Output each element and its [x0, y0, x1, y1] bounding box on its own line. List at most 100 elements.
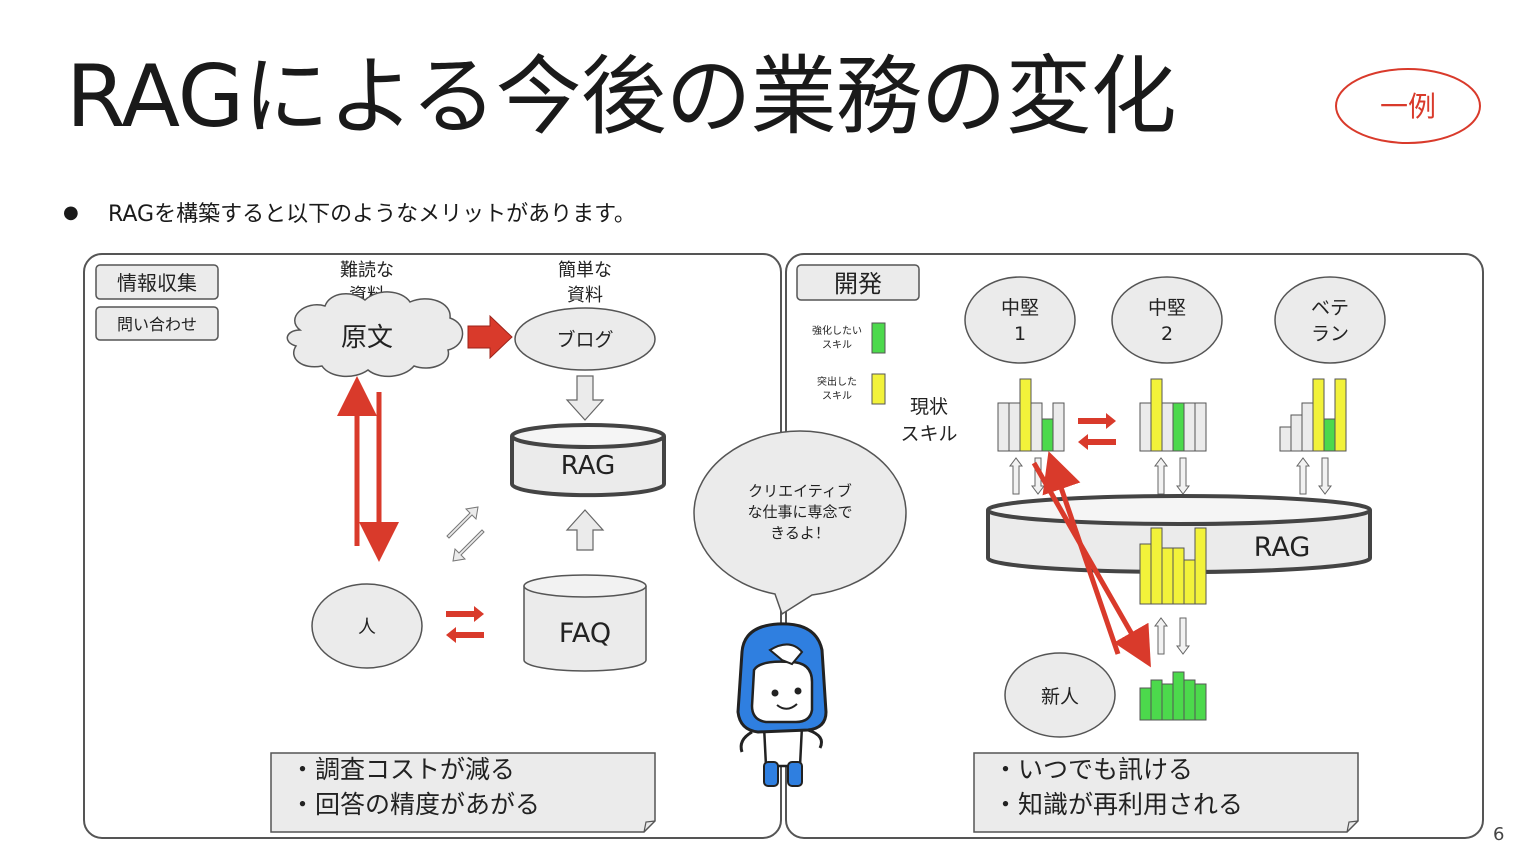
- down-arrow-icon: [1318, 457, 1332, 495]
- up-arrow-icon: [1154, 457, 1168, 495]
- source-caption: 難読な: [340, 260, 394, 281]
- up-arrow-icon: [565, 509, 605, 551]
- info-gathering-label: 情報収集: [95, 264, 219, 300]
- svg-text:2: 2: [1161, 323, 1173, 345]
- svg-text:中堅: 中堅: [1001, 297, 1039, 319]
- development-label: 開発: [796, 264, 920, 301]
- skill-bar: [1312, 378, 1325, 452]
- skill-bar: [1194, 402, 1207, 452]
- skill-bar: [1008, 402, 1021, 452]
- skill-bars-newbie: [1139, 671, 1207, 721]
- skill-bar: [1161, 402, 1174, 452]
- skill-bar: [1041, 418, 1054, 452]
- skill-bars-mid-level-1: [997, 378, 1065, 452]
- mid-level-2: 中堅 2: [1111, 276, 1223, 364]
- skill-bar: [1139, 687, 1152, 721]
- svg-text:開発: 開発: [834, 270, 882, 298]
- faq-cylinder: FAQ: [523, 574, 647, 672]
- svg-text:新人: 新人: [1041, 686, 1079, 708]
- speech-line-2: な仕事に専念で: [747, 503, 852, 521]
- skill-bar: [1183, 402, 1196, 452]
- veteran: ベテ ラン: [1274, 276, 1386, 364]
- red-diagonal-up-arrow: [1042, 451, 1121, 655]
- person-node: 人: [311, 583, 423, 669]
- bullet-marker: ●: [63, 202, 79, 223]
- up-arrow-icon: [1154, 617, 1168, 655]
- skill-bar: [1150, 378, 1163, 452]
- down-arrow-icon: [1176, 617, 1190, 655]
- speech-bubble: クリエイティブ な仕事に専念で きるよ！: [693, 430, 907, 616]
- skill-bar: [1150, 679, 1163, 721]
- source-cloud: 原文: [286, 291, 464, 378]
- skill-bar: [1052, 402, 1065, 452]
- diagonal-exchange-icon: [446, 506, 485, 562]
- skill-bar: [1172, 547, 1185, 605]
- svg-text:突出した: 突出した: [817, 375, 857, 388]
- red-exchange-icon: [446, 606, 484, 643]
- inquiry-label: 問い合わせ: [95, 306, 219, 341]
- skill-bars-rag: [1139, 527, 1207, 605]
- skill-bar: [1139, 402, 1152, 452]
- skill-bars-veteran: [1279, 378, 1347, 452]
- up-arrow-icon: [1296, 457, 1310, 495]
- left-note-line-1: ・調査コストが減る: [290, 755, 515, 784]
- source-label: 原文: [341, 323, 393, 353]
- svg-text:中堅: 中堅: [1148, 297, 1186, 319]
- mascot-robot: [736, 622, 828, 787]
- speech-line-3: きるよ！: [770, 524, 830, 542]
- skill-bar: [1161, 683, 1174, 721]
- svg-text:ラン: ラン: [1311, 323, 1349, 345]
- svg-text:人: 人: [358, 617, 376, 638]
- speech-line-1: クリエイティブ: [748, 482, 852, 500]
- skill-bar: [1334, 378, 1347, 452]
- current-skill-label: 現状: [910, 396, 948, 418]
- svg-text:RAG: RAG: [561, 451, 616, 481]
- rag-cylinder-left: RAG: [510, 423, 666, 498]
- svg-text:RAG: RAG: [1254, 532, 1311, 563]
- blog-ellipse: ブログ: [514, 307, 656, 371]
- left-benefits-note: ・調査コストが減る ・回答の精度があがる: [270, 752, 656, 833]
- skill-bars-mid-level-2: [1139, 378, 1207, 452]
- skill-bar: [1172, 671, 1185, 721]
- skill-bar: [1019, 378, 1032, 452]
- skill-bar: [1194, 683, 1207, 721]
- svg-text:FAQ: FAQ: [559, 618, 611, 649]
- target-caption: 簡単な: [558, 260, 612, 281]
- svg-text:強化したい: 強化したい: [812, 324, 862, 337]
- skill-bar: [1279, 426, 1292, 452]
- red-right-arrow: [467, 314, 513, 360]
- right-note-line-1: ・いつでも訊ける: [993, 755, 1193, 784]
- svg-text:スキル: スキル: [822, 340, 852, 351]
- legend-outstanding: 突出した スキル: [817, 373, 886, 405]
- skill-bar: [1290, 414, 1303, 452]
- svg-text:1: 1: [1014, 323, 1026, 345]
- svg-text:スキル: スキル: [822, 391, 852, 402]
- current-skill-label-2: スキル: [900, 423, 957, 445]
- red-exchange-icon-right: [1078, 413, 1116, 450]
- bullet-text: RAGを構築すると以下のようなメリットがあります。: [108, 202, 636, 227]
- skill-bar: [1183, 679, 1196, 721]
- skill-bar: [997, 402, 1010, 452]
- skill-bar: [1183, 559, 1196, 605]
- skill-bar: [1194, 527, 1207, 605]
- skill-bar: [1030, 402, 1043, 452]
- skill-bar: [1139, 543, 1152, 605]
- skill-bar: [1161, 547, 1174, 605]
- newbie-node: 新人: [1004, 652, 1116, 738]
- left-note-line-2: ・回答の精度があがる: [290, 790, 540, 819]
- example-tag: 一例: [1335, 68, 1481, 144]
- mid-level-1: 中堅 1: [964, 276, 1076, 364]
- page-number: 6: [1493, 824, 1505, 845]
- down-arrow-icon: [1176, 457, 1190, 495]
- right-note-line-2: ・知識が再利用される: [993, 790, 1243, 819]
- svg-text:ブログ: ブログ: [556, 328, 613, 351]
- right-benefits-note: ・いつでも訊ける ・知識が再利用される: [973, 752, 1359, 833]
- up-arrow-icon: [1009, 457, 1023, 495]
- svg-text:情報収集: 情報収集: [117, 271, 197, 295]
- svg-text:問い合わせ: 問い合わせ: [117, 315, 197, 334]
- svg-text:ベテ: ベテ: [1311, 297, 1349, 319]
- legend-enhance: 強化したい スキル: [812, 322, 886, 354]
- slide-title: RAGによる今後の業務の変化: [66, 47, 1177, 147]
- skill-bar: [1172, 402, 1185, 452]
